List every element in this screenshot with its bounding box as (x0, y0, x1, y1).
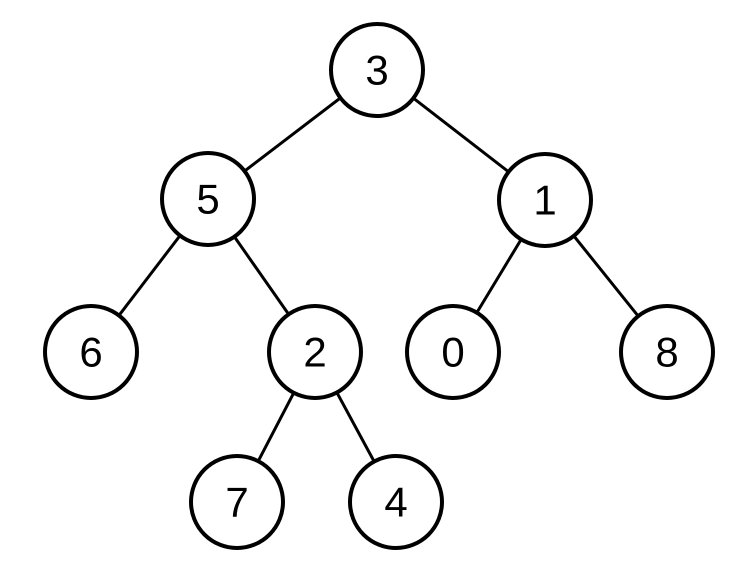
tree-node-label-4: 4 (384, 479, 407, 526)
tree-node-8: 8 (619, 304, 715, 400)
tree-node-label-7: 7 (225, 479, 248, 526)
tree-node-circle-0 (405, 304, 501, 400)
tree-node-5: 5 (160, 151, 256, 247)
tree-node-0: 0 (405, 304, 501, 400)
tree-node-3: 3 (329, 22, 425, 118)
tree-node-label-1: 1 (533, 177, 556, 224)
tree-node-circle-1 (497, 152, 593, 248)
tree-node-circle-6 (43, 304, 139, 400)
tree-node-1: 1 (497, 152, 593, 248)
tree-node-label-5: 5 (196, 176, 219, 223)
tree-node-label-2: 2 (303, 329, 326, 376)
tree-node-circle-4 (348, 454, 444, 550)
tree-node-circle-8 (619, 304, 715, 400)
tree-node-label-3: 3 (365, 47, 388, 94)
tree-node-label-0: 0 (441, 329, 464, 376)
tree-node-7: 7 (189, 454, 285, 550)
tree-node-circle-5 (160, 151, 256, 247)
tree-node-label-8: 8 (655, 329, 678, 376)
tree-node-circle-2 (267, 304, 363, 400)
tree-node-6: 6 (43, 304, 139, 400)
tree-edges-layer (89, 68, 669, 503)
tree-node-circle-3 (329, 22, 425, 118)
tree-node-circle-7 (189, 454, 285, 550)
tree-node-2: 2 (267, 304, 363, 400)
tree-node-label-6: 6 (79, 329, 102, 376)
tree-node-4: 4 (348, 454, 444, 550)
tree-nodes-layer: 3 5 1 6 2 0 8 7 4 (43, 22, 715, 550)
